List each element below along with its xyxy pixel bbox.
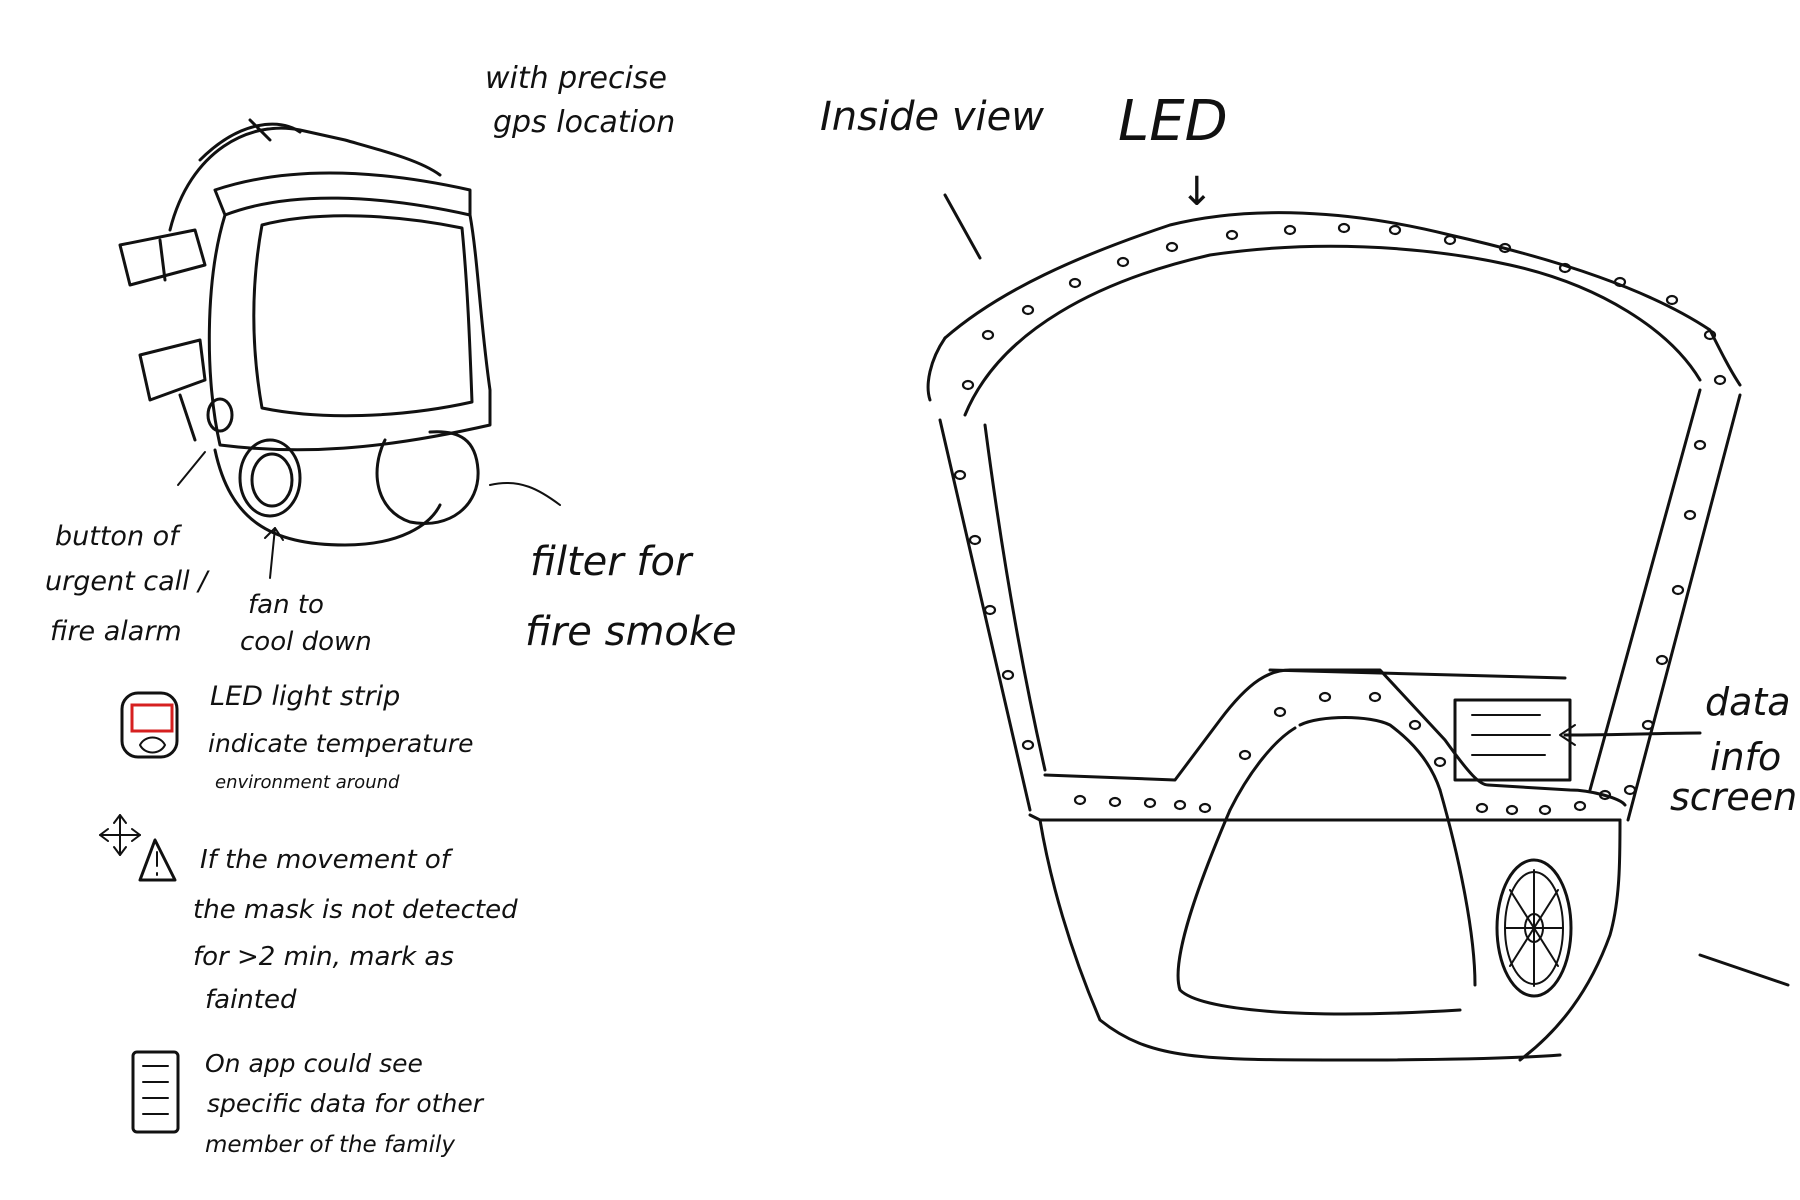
movement-legend-line-2: the mask is not detected <box>193 895 518 925</box>
led-dot <box>1320 693 1330 701</box>
led-dot <box>1023 306 1033 314</box>
led-dot <box>1075 796 1085 804</box>
button-note-line-1: button of <box>55 521 182 552</box>
led-dot <box>1667 296 1677 304</box>
led-dot <box>1227 231 1237 239</box>
led-dot <box>985 606 995 614</box>
led-legend-line-3: environment around <box>215 772 400 793</box>
fan-note-line-2: cool down <box>240 627 372 657</box>
led-dot <box>1118 258 1128 266</box>
gps-note-line-2: gps location <box>493 105 675 140</box>
led-label: LED <box>1118 89 1228 154</box>
led-dot <box>1685 511 1695 519</box>
filter-note-line-2: fire smoke <box>525 609 737 655</box>
screen-note-line-1: data <box>1705 680 1791 724</box>
movement-legend-line-4: fainted <box>205 985 297 1015</box>
led-dot <box>1445 236 1455 244</box>
led-dot <box>1023 741 1033 749</box>
app-legend-line-1: On app could see <box>205 1049 423 1078</box>
led-dot <box>1145 799 1155 807</box>
led-dot-strip <box>955 224 1725 814</box>
movement-legend-line-3: for >2 min, mark as <box>193 942 454 972</box>
led-dot <box>963 381 973 389</box>
led-dot <box>1410 721 1420 729</box>
led-dot <box>1370 693 1380 701</box>
led-legend-line-2: indicate temperature <box>208 729 474 758</box>
app-legend-line-2: specific data for other <box>207 1089 485 1118</box>
fan-note-line-1: fan to <box>248 590 324 620</box>
led-dot <box>1200 804 1210 812</box>
gps-note-line-1: with precise <box>485 61 667 96</box>
led-dot <box>983 331 993 339</box>
outside-mask-drawing <box>120 120 560 578</box>
screen-note-line-3: screen <box>1670 775 1797 819</box>
led-dot <box>1240 751 1250 759</box>
movement-warning-icon <box>100 815 175 880</box>
phone-app-icon <box>133 1052 178 1132</box>
movement-legend-line-1: If the movement of <box>200 845 454 875</box>
led-dot <box>955 471 965 479</box>
filter-note-line-1: filter for <box>530 539 694 585</box>
led-dot <box>1175 801 1185 809</box>
led-dot <box>1673 586 1683 594</box>
button-note-line-3: fire alarm <box>50 616 182 647</box>
led-dot <box>1070 279 1080 287</box>
inside-view-leader <box>945 195 980 258</box>
led-dot <box>1285 226 1295 234</box>
led-dot <box>1339 224 1349 232</box>
button-note-line-2: urgent call / <box>45 566 210 597</box>
led-dot <box>1715 376 1725 384</box>
inside-view-title: Inside view <box>820 94 1044 140</box>
led-dot <box>1110 798 1120 806</box>
led-strip-icon <box>122 693 177 757</box>
led-dot <box>1390 226 1400 234</box>
led-dot <box>1540 806 1550 814</box>
led-dot <box>1695 441 1705 449</box>
led-dot <box>1275 708 1285 716</box>
led-dot <box>1575 802 1585 810</box>
app-legend-line-3: member of the family <box>205 1132 455 1158</box>
led-legend-line-1: LED light strip <box>210 681 400 712</box>
led-dot <box>1167 243 1177 251</box>
led-dot <box>1003 671 1013 679</box>
inside-mask-drawing <box>928 213 1788 1060</box>
led-arrow: ↓ <box>1180 169 1214 215</box>
led-dot <box>1507 806 1517 814</box>
led-dot <box>970 536 980 544</box>
led-dot <box>1477 804 1487 812</box>
led-dot <box>1657 656 1667 664</box>
led-dot <box>1435 758 1445 766</box>
screen-note-line-2: info <box>1710 735 1781 779</box>
led-dot <box>1625 786 1635 794</box>
